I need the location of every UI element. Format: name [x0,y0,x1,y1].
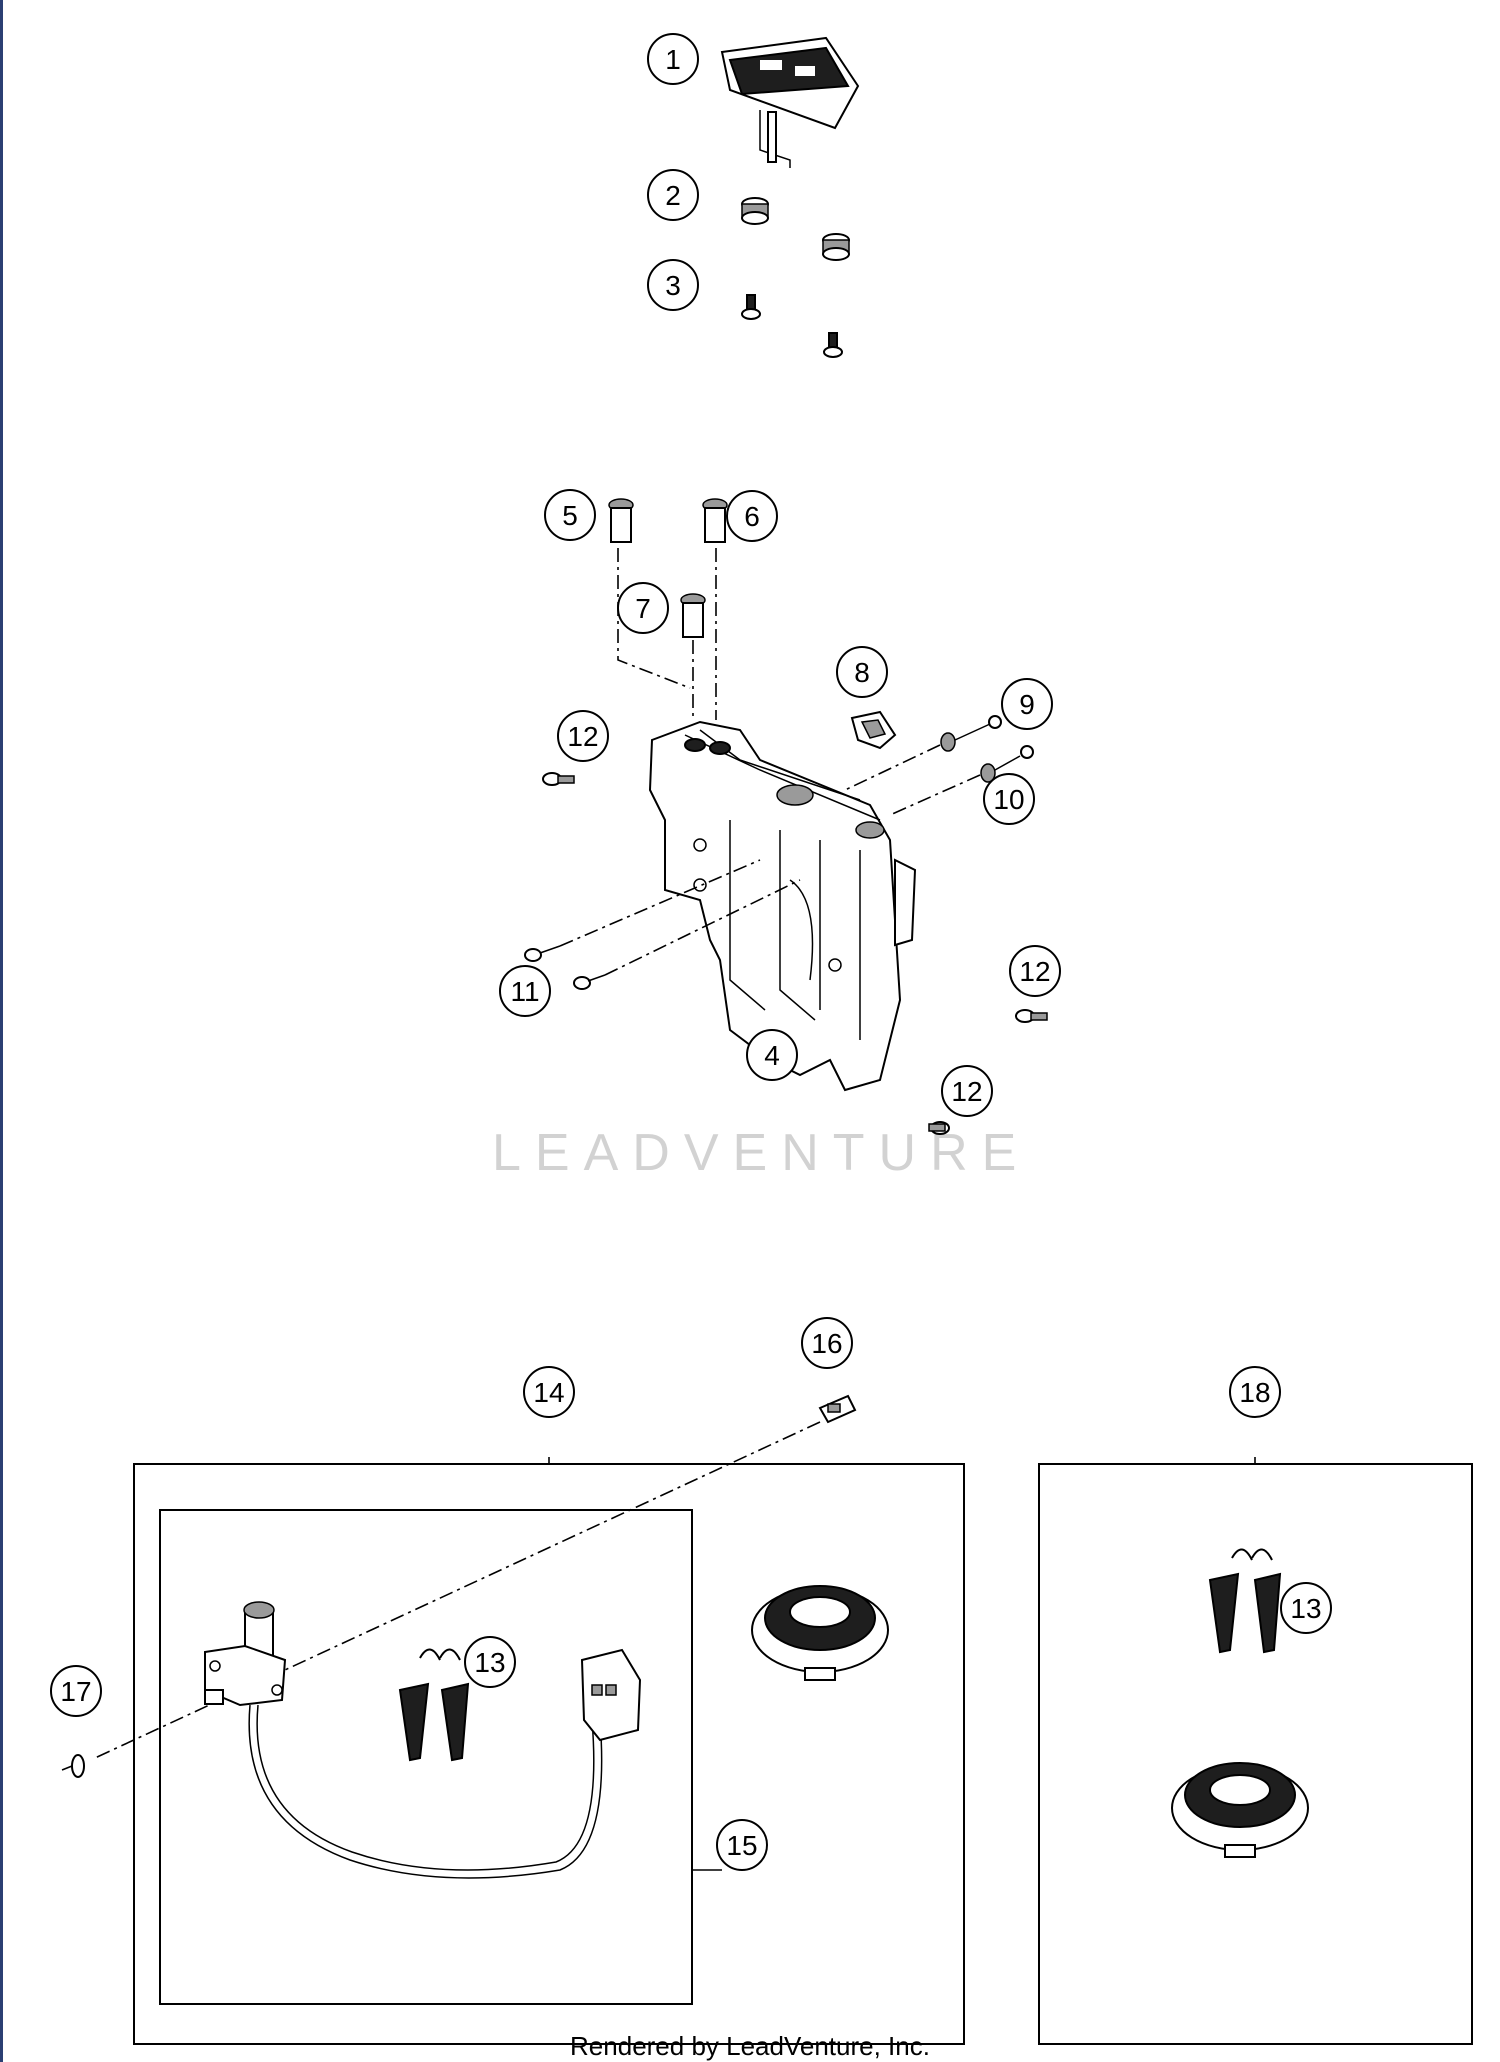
watermark-text: LEADVENTURE [492,1124,1030,1182]
callout-label: 3 [665,270,681,301]
callout-label: 11 [510,976,539,1007]
kit-box-18 [1038,1463,1473,2045]
callout-label: 16 [811,1328,842,1359]
part-13-keys-b [1208,1548,1282,1654]
part-12-screw-a [542,772,575,786]
part-5-sleeve [608,498,634,543]
part-3-screws [741,294,843,358]
callout-1: 1 [647,33,699,85]
part-16-bolt [818,1394,857,1424]
callout-label: 9 [1019,689,1035,720]
callout-16: 16 [801,1317,853,1369]
fuel-cap-b [1171,1762,1309,1858]
callout-label: 6 [744,501,760,532]
kit-box-14 [133,1463,965,2045]
callout-7: 7 [617,582,669,634]
callout-label: 10 [993,784,1024,815]
dash-line-11a [559,859,761,947]
part-7-sleeve [680,593,706,638]
callout-15: 15 [716,1819,768,1871]
dash-line-9 [844,744,941,791]
callout-17: 17 [50,1665,102,1717]
part-2-grommets [741,197,850,261]
callout-label: 2 [665,180,681,211]
callout-13b: 13 [1280,1582,1332,1634]
part-11-bolts [524,945,606,990]
part-17-ring [61,1754,85,1778]
kit-box-15 [159,1509,693,2005]
callout-18: 18 [1229,1366,1281,1418]
part-10-bolt [980,745,1034,783]
callout-label: 12 [951,1076,982,1107]
fuel-cap-a [751,1585,889,1681]
callout-4: 4 [746,1029,798,1081]
callout-5: 5 [544,489,596,541]
callout-label: 7 [635,593,651,624]
callout-label: 13 [1290,1593,1321,1624]
callout-14: 14 [523,1366,575,1418]
callout-12c: 12 [941,1065,993,1117]
callout-11: 11 [499,965,551,1017]
dash-line-5 [617,548,691,689]
part-9-bolt [940,715,1002,752]
part-1-dashboard [720,36,860,168]
part-6-sleeve [702,498,728,543]
callout-10: 10 [983,773,1035,825]
part-13-keys-a [398,1648,470,1762]
part-4-holder [648,720,917,1092]
callout-label: 12 [567,721,598,752]
callout-label: 15 [726,1830,757,1861]
footer-credit: Rendered by LeadVenture, Inc. [570,2031,930,2061]
callout-3: 3 [647,259,699,311]
callout-label: 14 [533,1377,564,1408]
dash-line-11b [604,879,801,976]
part-15-ignition-switch [204,1601,642,1879]
part-12-screw-b [1015,1009,1048,1023]
left-border-bar [0,0,3,2062]
callout-9: 9 [1001,678,1053,730]
callout-label: 18 [1239,1377,1270,1408]
dash-line-10 [889,774,981,816]
callout-13a: 13 [464,1636,516,1688]
callout-label: 12 [1019,956,1050,987]
callout-label: 17 [60,1676,91,1707]
callout-label: 4 [764,1040,780,1071]
part-12-screw-c [928,1121,950,1135]
callout-12a: 12 [557,710,609,762]
callout-8: 8 [836,646,888,698]
callout-12b: 12 [1009,945,1061,997]
callout-6: 6 [726,490,778,542]
part-8-clip [850,710,897,750]
dash-line-16 [94,1421,821,1759]
callout-label: 8 [854,657,870,688]
callout-label: 1 [665,44,681,75]
callout-label: 5 [562,500,578,531]
callout-2: 2 [647,169,699,221]
callout-label: 13 [474,1647,505,1678]
